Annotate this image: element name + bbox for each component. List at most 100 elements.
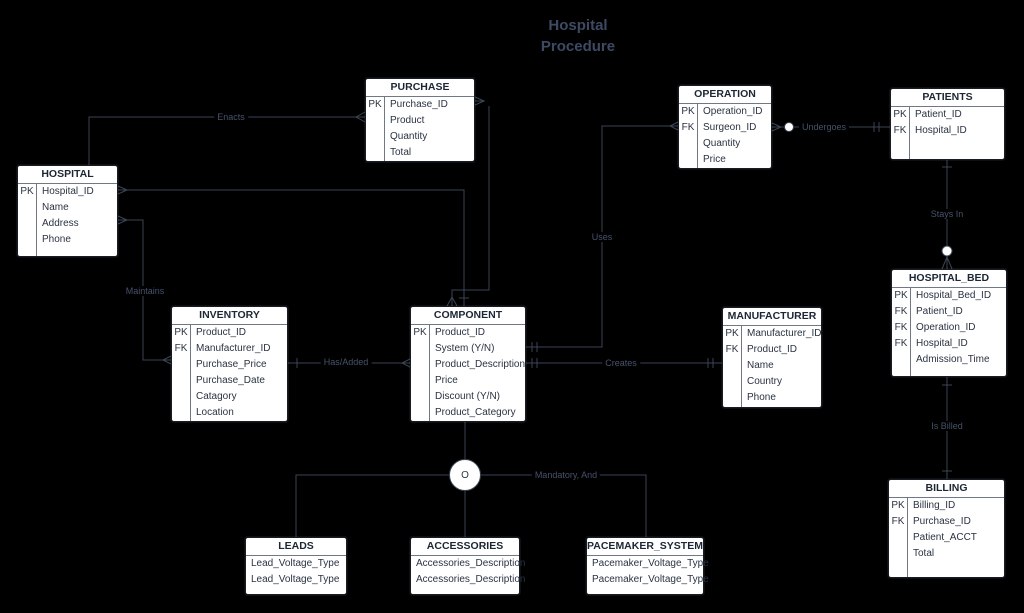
- attribute-label: Patient_ID: [915, 109, 962, 120]
- key-label: [172, 373, 190, 389]
- relationship-label-has-added: Has/Added: [320, 357, 372, 367]
- key-label: FK: [174, 343, 188, 354]
- attribute-label: Total: [913, 548, 935, 559]
- key-label: [172, 357, 190, 373]
- attribute-label: Location: [196, 407, 234, 418]
- attribute-label: Lead_Voltage_Type: [251, 574, 340, 585]
- key-label: [172, 405, 190, 421]
- attribute-label: Discount (Y/N): [435, 391, 501, 402]
- attribute-label: Name: [747, 360, 774, 371]
- relationship-label-maintains: Maintains: [122, 286, 168, 296]
- attribute-label: Price: [703, 154, 726, 165]
- key-label: FK: [891, 516, 905, 527]
- attribute-label: Product: [390, 115, 425, 126]
- key-label: PK: [681, 106, 695, 117]
- attribute-label: Operation_ID: [703, 106, 763, 117]
- attribute-label: Hospital_ID: [42, 186, 94, 197]
- key-label: [889, 530, 907, 546]
- entity-title: HOSPITAL: [18, 166, 117, 184]
- key-label: [723, 390, 741, 406]
- subtype-connector-circle: O: [449, 459, 481, 491]
- attribute-label: Manufacturer_ID: [747, 328, 822, 339]
- entity-title: OPERATION: [679, 86, 771, 104]
- relationship-label-mandatory-and: Mandatory, And: [531, 470, 601, 480]
- entity-hospital_bed[interactable]: HOSPITAL_BED PK FK FK FK Hospital_Bed_ID Patie…: [891, 269, 1007, 377]
- key-label: [892, 352, 910, 368]
- key-label: PK: [368, 99, 382, 110]
- attribute-label: Accessories_Description: [416, 574, 526, 585]
- entity-patients[interactable]: PATIENTS PK FK Patient_ID Hospital_ID: [890, 88, 1005, 160]
- relationship-label-stays-in: Stays In: [927, 209, 967, 219]
- key-label: FK: [894, 306, 908, 317]
- key-label: FK: [681, 122, 695, 133]
- key-label: FK: [893, 125, 907, 136]
- attribute-label: Purchase_Date: [196, 375, 265, 386]
- attribute-label: Hospital_Bed_ID: [916, 290, 992, 301]
- attribute-label: Product_ID: [435, 327, 486, 338]
- attribute-label: Purchase_ID: [390, 99, 448, 110]
- attribute-label: Surgeon_ID: [703, 122, 757, 133]
- attribute-label: Quantity: [390, 131, 428, 142]
- attribute-label: Patient_ID: [916, 306, 963, 317]
- entity-inventory[interactable]: INVENTORY PK FK Product_ID Manufacturer_ID Pu…: [171, 306, 288, 422]
- attribute-label: Patient_ACCT: [913, 532, 977, 543]
- key-label: [411, 389, 429, 405]
- key-label: [889, 546, 907, 562]
- attribute-label: Product_Category: [435, 407, 516, 418]
- attribute-label: Hospital_ID: [915, 125, 967, 136]
- entity-title: ACCESSORIES: [411, 538, 519, 556]
- attribute-label: Catagory: [196, 391, 237, 402]
- attribute-label: Admission_Time: [916, 354, 990, 365]
- attribute-label: Billing_ID: [913, 500, 956, 511]
- key-label: [366, 129, 384, 145]
- attribute-label: Operation_ID: [916, 322, 976, 333]
- attribute-label: Phone: [747, 392, 776, 403]
- key-label: [172, 389, 190, 405]
- attribute-label: Phone: [42, 234, 71, 245]
- key-label: [18, 216, 36, 232]
- key-label: FK: [725, 344, 739, 355]
- entity-title: PACEMAKER_SYSTEM: [587, 538, 703, 556]
- attribute-label: Price: [435, 375, 458, 386]
- key-label: [411, 341, 429, 357]
- entity-title: PATIENTS: [891, 89, 1004, 107]
- key-label: [723, 358, 741, 374]
- key-label: PK: [893, 109, 907, 120]
- attribute-label: Pacemaker_Voltage_Type: [592, 558, 709, 569]
- key-label: [411, 357, 429, 373]
- key-label: PK: [891, 500, 905, 511]
- attribute-label: System (Y/N): [435, 343, 495, 354]
- key-label: FK: [894, 322, 908, 333]
- diagram-title: Hospital Procedure: [540, 17, 616, 55]
- relationship-label-uses: Uses: [588, 232, 616, 242]
- entity-title: COMPONENT: [411, 307, 525, 325]
- attribute-label: Country: [747, 376, 783, 387]
- key-label: PK: [894, 290, 908, 301]
- key-label: PK: [725, 328, 739, 339]
- attribute-label: Manufacturer_ID: [196, 343, 271, 354]
- relationship-label-undergoes: Undergoes: [798, 122, 850, 132]
- attribute-label: Product_Description: [435, 359, 526, 370]
- relationship-label-is-billed: Is Billed: [928, 421, 966, 431]
- key-label: PK: [174, 327, 188, 338]
- attribute-label: Product_ID: [196, 327, 247, 338]
- key-label: [411, 373, 429, 389]
- key-label: [411, 405, 429, 421]
- attribute-label: Product_ID: [747, 344, 798, 355]
- key-label: [723, 374, 741, 390]
- entity-title: INVENTORY: [172, 307, 287, 325]
- attribute-label: Hospital_ID: [916, 338, 968, 349]
- attribute-label: Address: [42, 218, 79, 229]
- key-label: FK: [894, 338, 908, 349]
- entity-title: HOSPITAL_BED: [892, 270, 1006, 288]
